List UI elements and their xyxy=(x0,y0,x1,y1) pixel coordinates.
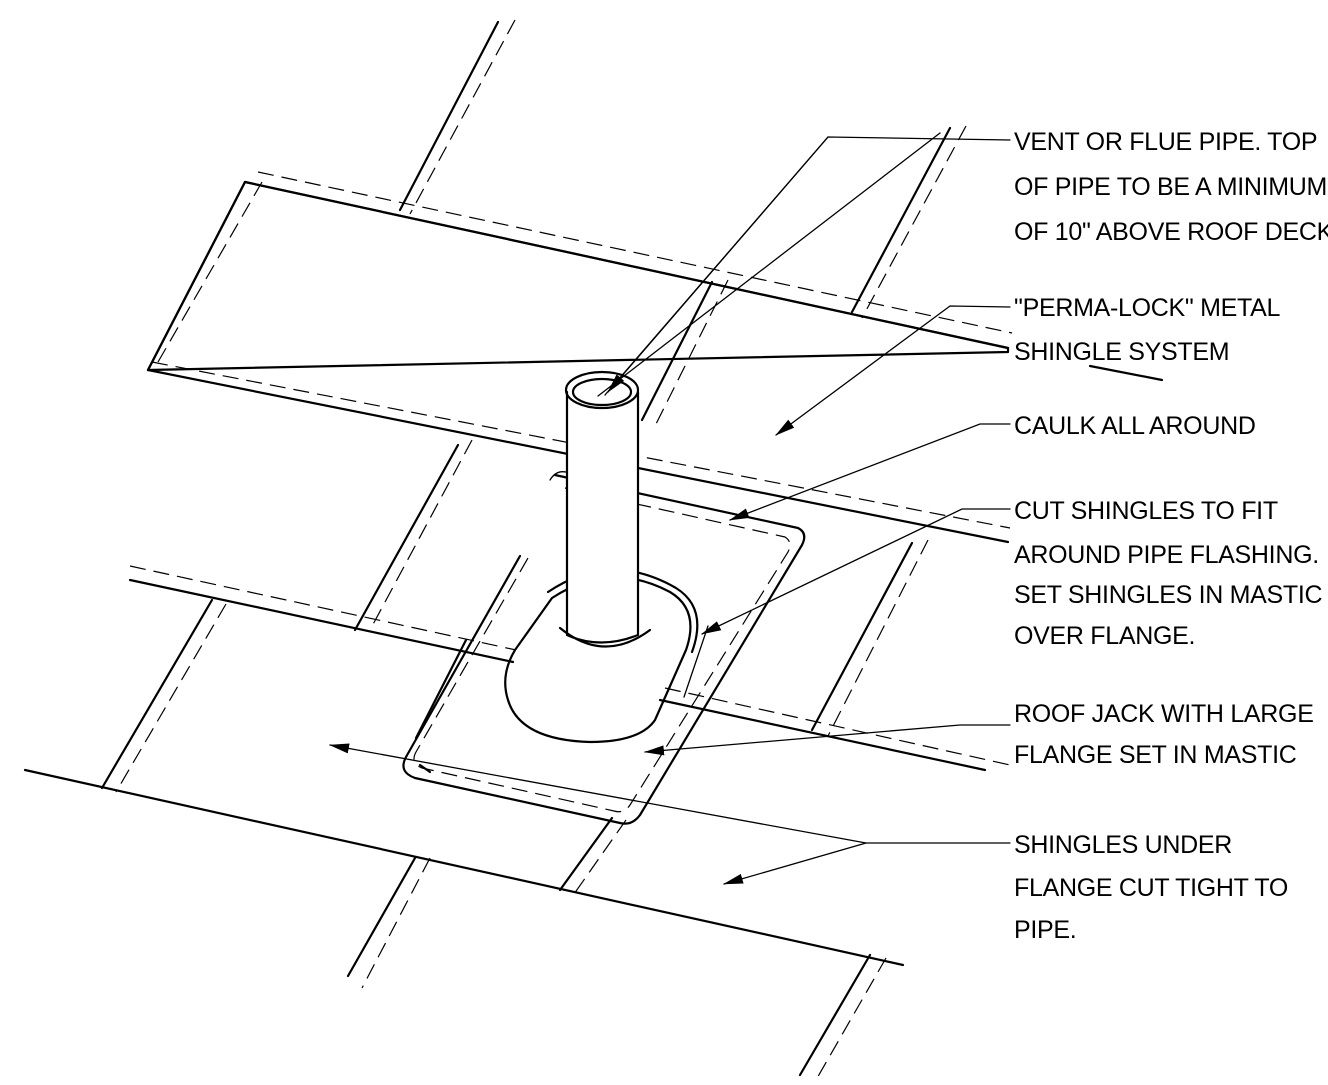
leader-cut-shingles xyxy=(701,508,1011,635)
callout-vent-pipe-line3: OF 10" ABOVE ROOF DECK xyxy=(1014,218,1328,246)
callout-cut-shingles-line3: SET SHINGLES IN MASTIC xyxy=(1014,581,1323,609)
shingle-row-middle xyxy=(100,439,1011,793)
callout-perma-lock-line1: "PERMA-LOCK" METAL xyxy=(1014,294,1280,322)
callout-cut-shingles-line2: AROUND PIPE FLASHING. xyxy=(1014,541,1319,569)
callout-caulk: CAULK ALL AROUND xyxy=(1014,412,1256,440)
callout-shingles-under-line3: PIPE. xyxy=(1014,916,1076,944)
callout-cut-shingles: CUT SHINGLES TO FIT AROUND PIPE FLASHING… xyxy=(1014,497,1323,650)
callout-perma-lock-line2: SHINGLE SYSTEM xyxy=(1014,338,1229,366)
callout-vent-pipe-line2: OF PIPE TO BE A MINIMUM xyxy=(1014,173,1327,201)
vent-pipe xyxy=(564,370,640,644)
callout-roof-jack-line1: ROOF JACK WITH LARGE xyxy=(1014,700,1314,728)
leader-shingles-under xyxy=(329,743,1011,885)
shingle-row-bottom xyxy=(23,768,905,1081)
callout-roof-jack-line2: FLANGE SET IN MASTIC xyxy=(1014,741,1297,769)
callout-roof-jack: ROOF JACK WITH LARGE FLANGE SET IN MASTI… xyxy=(1014,700,1314,769)
leader-caulk xyxy=(729,423,1011,521)
callout-shingles-under-line1: SHINGLES UNDER xyxy=(1014,831,1232,859)
callout-cut-shingles-line4: OVER FLANGE. xyxy=(1014,622,1195,650)
leader-vent-pipe xyxy=(597,132,1011,397)
callout-shingles-under: SHINGLES UNDER FLANGE CUT TIGHT TO PIPE. xyxy=(1014,831,1288,944)
shingle-joints-top xyxy=(398,19,967,425)
callout-caulk-line1: CAULK ALL AROUND xyxy=(1014,412,1256,440)
roof-jack-flange xyxy=(402,471,806,825)
callout-shingles-under-line2: FLANGE CUT TIGHT TO xyxy=(1014,874,1288,902)
shingle-row-top xyxy=(146,171,1164,544)
callout-vent-pipe: VENT OR FLUE PIPE. TOP OF PIPE TO BE A M… xyxy=(1014,128,1328,246)
callout-perma-lock: "PERMA-LOCK" METAL SHINGLE SYSTEM xyxy=(1014,294,1281,366)
callout-cut-shingles-line1: CUT SHINGLES TO FIT xyxy=(1014,497,1278,525)
leader-perma-lock xyxy=(775,305,1011,436)
leader-roof-jack xyxy=(644,724,1011,756)
callout-vent-pipe-line1: VENT OR FLUE PIPE. TOP xyxy=(1014,128,1317,156)
